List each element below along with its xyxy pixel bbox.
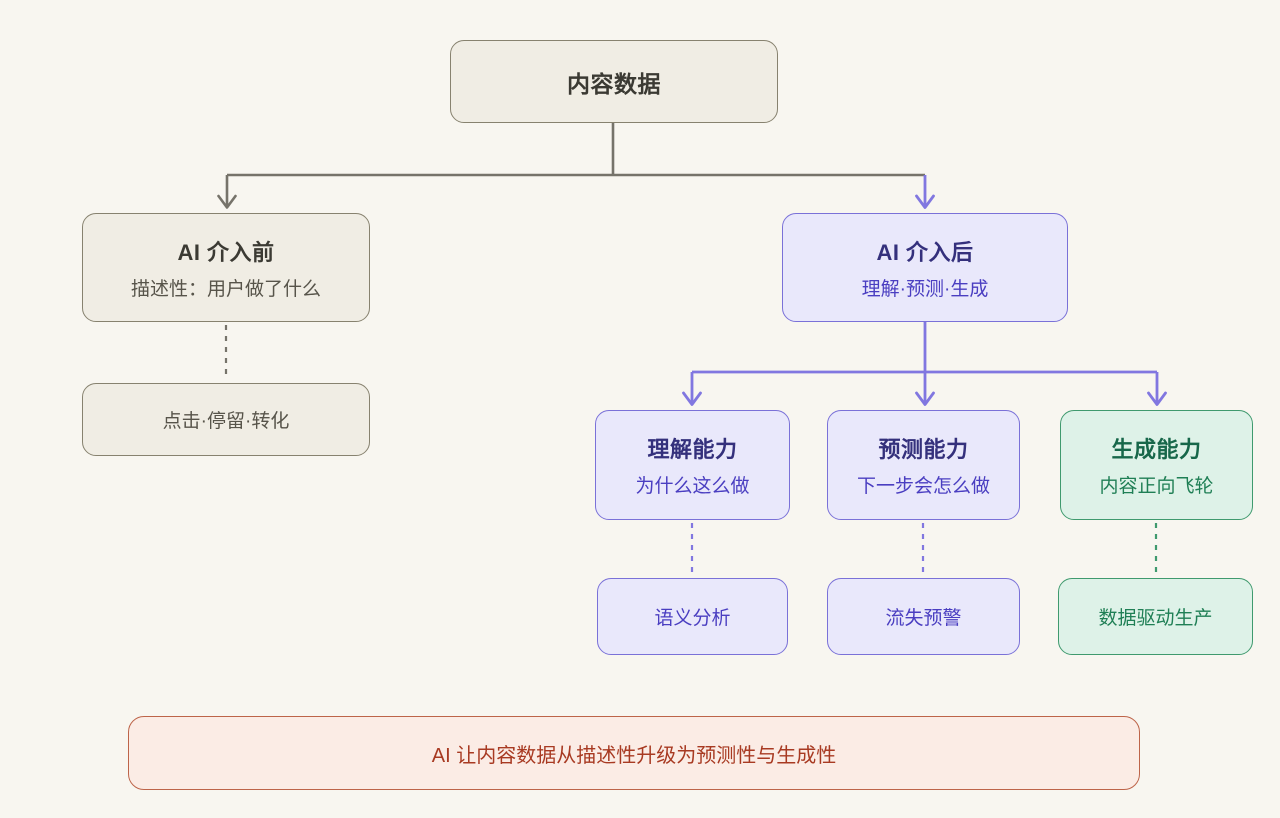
summary-banner: AI 让内容数据从描述性升级为预测性与生成性 — [128, 716, 1140, 790]
arrowhead-after — [915, 194, 935, 209]
node-generation-title: 生成能力 — [1111, 437, 1202, 462]
node-data-driven-production: 数据驱动生产 — [1058, 578, 1253, 655]
node-after-ai-subtitle: 理解·预测·生成 — [861, 278, 989, 300]
node-click-dwell-convert: 点击·停留·转化 — [82, 383, 370, 456]
node-click-dwell-convert-label: 点击·停留·转化 — [162, 411, 290, 432]
node-before-ai: AI 介入前 描述性：用户做了什么 — [82, 213, 370, 322]
node-understanding-capability: 理解能力 为什么这么做 — [595, 410, 790, 520]
arrowhead-predict — [915, 391, 935, 406]
node-after-ai: AI 介入后 理解·预测·生成 — [782, 213, 1068, 322]
node-churn-warning: 流失预警 — [827, 578, 1020, 655]
arrowhead-generate — [1147, 391, 1167, 406]
node-prediction-capability: 预测能力 下一步会怎么做 — [827, 410, 1020, 520]
summary-banner-label: AI 让内容数据从描述性升级为预测性与生成性 — [431, 744, 837, 767]
node-prediction-subtitle: 下一步会怎么做 — [856, 476, 990, 497]
node-content-data-title: 内容数据 — [567, 70, 661, 97]
node-generation-subtitle: 内容正向飞轮 — [1099, 476, 1214, 497]
node-semantic-analysis-label: 语义分析 — [654, 608, 731, 629]
node-before-ai-subtitle: 描述性：用户做了什么 — [130, 278, 321, 300]
arrowhead-before — [217, 194, 237, 209]
edge-root-split — [217, 123, 925, 209]
node-data-driven-production-label: 数据驱动生产 — [1098, 608, 1213, 629]
node-understanding-subtitle: 为什么这么做 — [635, 476, 750, 497]
arrowhead-understand — [682, 391, 702, 406]
node-after-ai-title: AI 介入后 — [876, 239, 974, 265]
node-churn-warning-label: 流失预警 — [885, 608, 962, 629]
edge-split-after — [915, 175, 935, 209]
node-prediction-title: 预测能力 — [878, 437, 969, 462]
node-generation-capability: 生成能力 内容正向飞轮 — [1060, 410, 1253, 520]
node-understanding-title: 理解能力 — [647, 437, 738, 462]
node-before-ai-title: AI 介入前 — [177, 239, 275, 265]
edge-after-children — [682, 322, 1167, 406]
node-content-data: 内容数据 — [450, 40, 778, 123]
node-semantic-analysis: 语义分析 — [597, 578, 788, 655]
